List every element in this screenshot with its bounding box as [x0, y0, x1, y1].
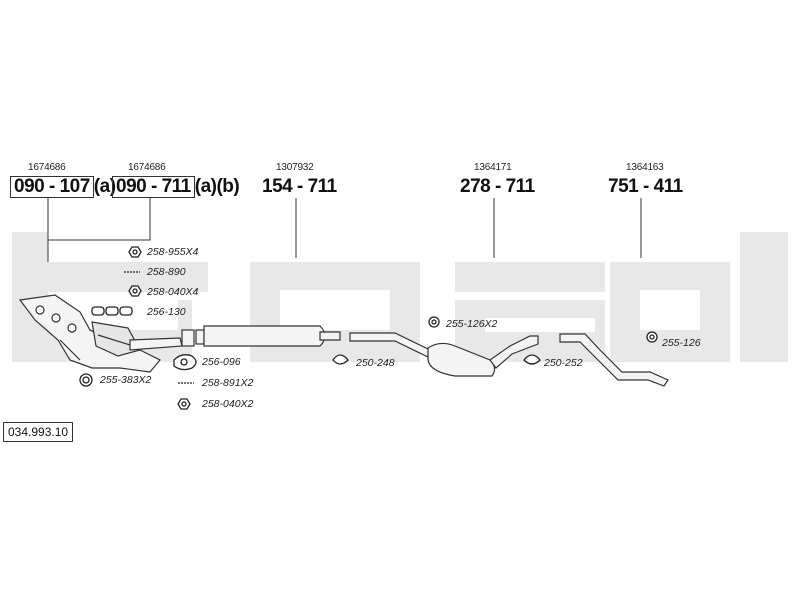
- hardware-label-258-040X4: 258-040X4: [147, 286, 199, 298]
- part-ref-1: 1674686: [28, 162, 66, 173]
- clamp-icon: [332, 354, 349, 365]
- leader-line-2: [48, 198, 151, 241]
- hardware-label-255-383X2: 255-383X2: [100, 374, 152, 386]
- hardware-label-256-096: 256-096: [202, 356, 241, 368]
- hardware-label-255-126: 255-126: [662, 337, 701, 349]
- part-ref-5: 1364163: [626, 162, 664, 173]
- middle-muffler: [195, 325, 341, 347]
- diagram-id: 034.993.10: [3, 422, 74, 442]
- part-number-5[interactable]: 751 - 411: [608, 176, 683, 197]
- part-number-3[interactable]: 154 - 711: [262, 176, 337, 197]
- hardware-label-250-248: 250-248: [356, 357, 395, 369]
- hardware-label-250-252: 250-252: [544, 357, 583, 369]
- part-ref-2: 1674686: [128, 162, 166, 173]
- part-number-1-suffix: (a): [93, 176, 116, 197]
- rear-muffler-pipe: [349, 332, 539, 377]
- gasket-icon: [91, 306, 133, 316]
- hardware-label-258-890: 258-890: [147, 266, 186, 278]
- part-number-2-suffix: (a)(b): [194, 176, 240, 197]
- hardware-label-256-130: 256-130: [147, 306, 186, 318]
- part-ref-3: 1307932: [276, 162, 314, 173]
- exhaust-manifold-catalyst: [18, 294, 161, 373]
- front-pipe: [129, 329, 195, 351]
- part-ref-4: 1364171: [474, 162, 512, 173]
- clamp-icon: [523, 354, 541, 365]
- part-number-1[interactable]: 090 - 107(a): [10, 176, 116, 198]
- part-number-2[interactable]: 090 - 711(a)(b): [112, 176, 240, 198]
- hardware-label-258-040X2: 258-040X2: [202, 398, 254, 410]
- hardware-label-258-891X2: 258-891X2: [202, 377, 254, 389]
- part-number-4[interactable]: 278 - 711: [460, 176, 535, 197]
- hardware-label-255-126X2: 255-126X2: [446, 318, 498, 330]
- hardware-label-258-955X4: 258-955X4: [147, 246, 199, 258]
- part-number-2-box: 090 - 711: [112, 176, 195, 198]
- part-number-1-box: 090 - 107: [10, 176, 94, 198]
- tail-pipe: [559, 333, 669, 387]
